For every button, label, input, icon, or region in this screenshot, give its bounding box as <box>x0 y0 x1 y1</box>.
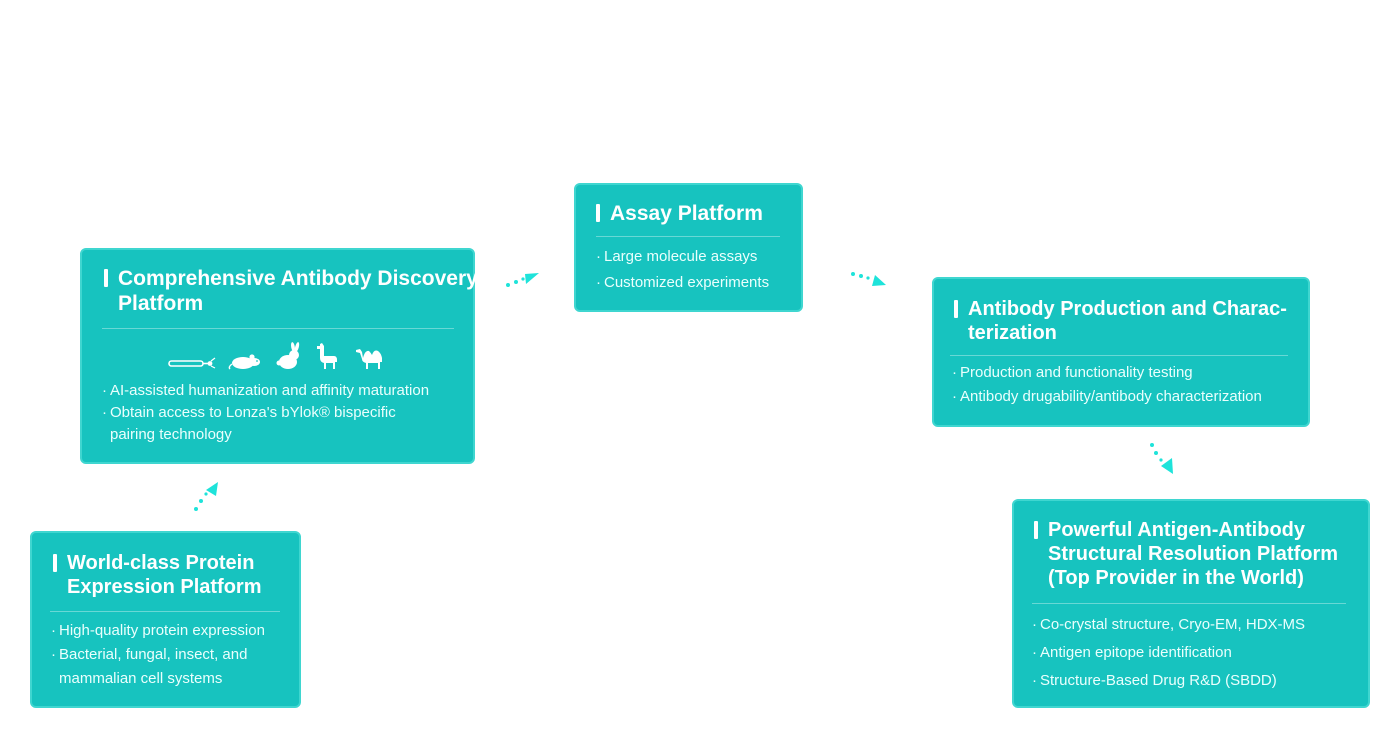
rabbit-icon <box>276 342 300 369</box>
assay-platform-card: Assay Platform Large molecule assays Cus… <box>574 183 803 312</box>
protein-platform-card: World-class Protein Expression Platform … <box>30 531 301 708</box>
list-item: Antigen epitope identification <box>1032 639 1362 667</box>
item-line: High-quality protein expression <box>59 622 265 639</box>
list-item: Antibody drugability/antibody characteri… <box>952 385 1302 409</box>
flow-arrow-protein-to-discovery <box>194 482 218 511</box>
card-title: Powerful Antigen-Antibody Structural Res… <box>1034 518 1382 590</box>
card-title: Assay Platform <box>596 201 810 226</box>
flow-arrow-production-to-structural <box>1150 443 1173 474</box>
card-title: World-class Protein Expression Platform <box>53 551 312 599</box>
item-line: Large molecule assays <box>604 248 758 265</box>
list-item: Obtain access to Lonza's bYlok® bispecif… <box>102 402 462 446</box>
item-list: Production and functionality testing Ant… <box>952 361 1302 409</box>
title-line: Expression Platform <box>67 576 262 598</box>
card-divider <box>596 236 780 237</box>
list-item: Co-crystal structure, Cryo-EM, HDX-MS <box>1032 611 1362 639</box>
item-list: AI-assisted humanization and affinity ma… <box>102 380 462 446</box>
list-item: High-quality protein expression <box>51 619 296 643</box>
title-line: Assay Platform <box>610 202 763 225</box>
item-list: Large molecule assays Customized experim… <box>596 244 796 296</box>
item-line: Obtain access to Lonza's bYlok® bispecif… <box>110 404 396 421</box>
list-item: Production and functionality testing <box>952 361 1302 385</box>
item-line: Antigen epitope identification <box>1040 644 1232 661</box>
item-line: AI-assisted humanization and affinity ma… <box>110 382 430 399</box>
list-item: Bacterial, fungal, insect, and mammalian… <box>51 643 296 691</box>
card-title: Antibody Production and Charac- terizati… <box>954 297 1318 345</box>
phage-icon <box>168 357 216 369</box>
item-line: mammalian cell systems <box>59 670 223 687</box>
card-divider <box>950 355 1288 356</box>
item-line: Production and functionality testing <box>960 364 1193 381</box>
title-line: Comprehensive Antibody Discovery <box>118 267 478 290</box>
item-list: High-quality protein expression Bacteria… <box>51 619 296 691</box>
item-line: Antibody drugability/antibody characteri… <box>960 388 1262 405</box>
title-line: Powerful Antigen-Antibody <box>1048 519 1306 541</box>
title-line: terization <box>968 322 1057 344</box>
card-divider <box>50 611 280 612</box>
mouse-icon <box>228 354 260 370</box>
structural-platform-card: Powerful Antigen-Antibody Structural Res… <box>1012 499 1370 708</box>
title-line: World-class Protein <box>67 552 255 574</box>
title-line: Antibody Production and Charac- <box>968 298 1287 320</box>
list-item: Large molecule assays <box>596 244 796 270</box>
item-line: pairing technology <box>110 426 232 443</box>
flow-arrow-discovery-to-assay <box>506 273 539 287</box>
camel-icon <box>356 349 382 369</box>
flow-arrow-assay-to-production <box>851 272 886 286</box>
species-icons <box>168 342 386 370</box>
item-line: Structure-Based Drug R&D (SBDD) <box>1040 672 1277 689</box>
item-list: Co-crystal structure, Cryo-EM, HDX-MS An… <box>1032 611 1362 695</box>
list-item: Structure-Based Drug R&D (SBDD) <box>1032 667 1362 695</box>
alpaca-icon <box>317 343 337 369</box>
card-divider <box>1032 603 1346 604</box>
production-platform-card: Antibody Production and Charac- terizati… <box>932 277 1310 427</box>
item-line: Bacterial, fungal, insect, and <box>59 646 248 663</box>
title-line: (Top Provider in the World) <box>1048 567 1304 589</box>
list-item: Customized experiments <box>596 270 796 296</box>
card-title: Comprehensive Antibody Discovery Platfor… <box>104 266 478 316</box>
title-line: Structural Resolution Platform <box>1048 543 1339 565</box>
card-divider <box>102 328 454 329</box>
title-line: Platform <box>118 292 204 315</box>
item-line: Customized experiments <box>604 274 770 291</box>
discovery-platform-card: Comprehensive Antibody Discovery Platfor… <box>80 248 478 464</box>
item-line: Co-crystal structure, Cryo-EM, HDX-MS <box>1040 616 1306 633</box>
list-item: AI-assisted humanization and affinity ma… <box>102 380 462 402</box>
